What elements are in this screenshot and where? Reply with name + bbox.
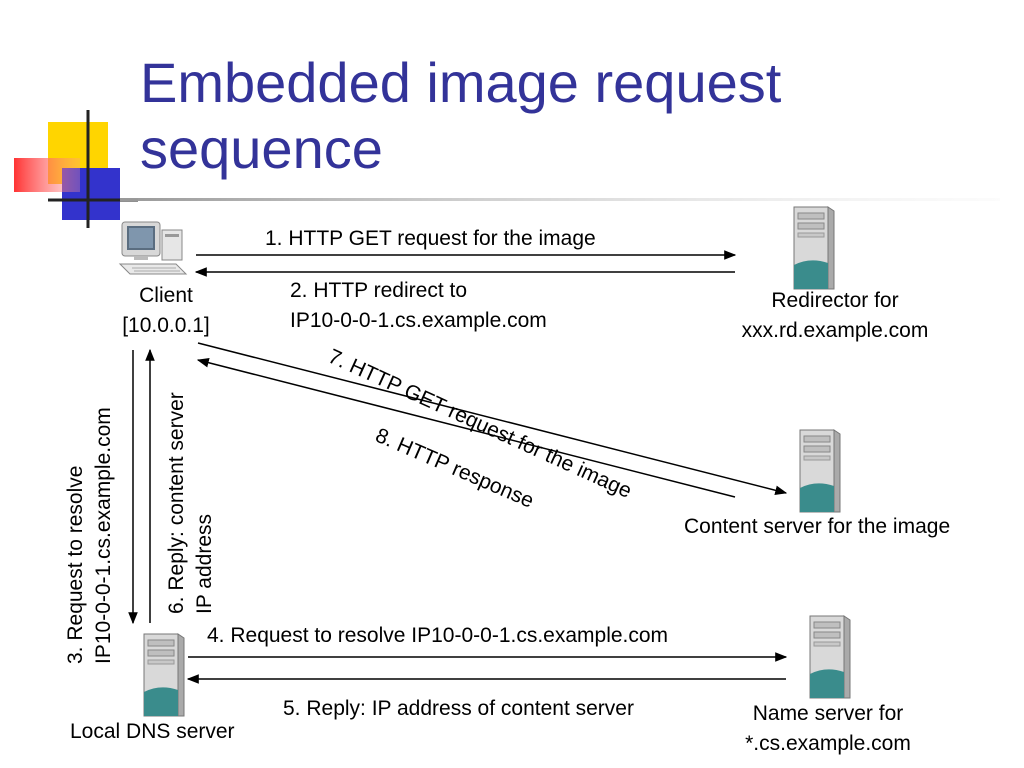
local-dns-label: Local DNS server [70,720,235,743]
message-1-label: 1. HTTP GET request for the image [265,227,596,250]
content-server-label: Content server for the image [684,515,951,538]
redirector-server-icon [793,206,835,290]
computer-icon [118,221,188,275]
message-4-label: 4. Request to resolve IP10-0-0-1.cs.exam… [207,624,669,647]
arrow-7 [197,342,788,495]
name-server-icon [809,615,851,699]
deco-red-bar [14,158,80,192]
title-line-2: sequence [140,117,383,180]
content-server-icon [799,429,841,513]
name-server-label-line2: *.cs.example.com [745,732,911,755]
message-3-line1: 3. Request to resolve [64,465,87,664]
message-6-label: 6. Reply: content server IP address [163,392,219,614]
title-line-1: Embedded image request [140,51,782,114]
page-title: Embedded image request sequence [140,50,1000,182]
name-server-label-line1: Name server for [752,702,904,725]
message-2-label: 2. HTTP redirect to IP10-0-0-1.cs.exampl… [290,276,547,336]
arrow-8 [196,358,736,498]
message-3-line2: IP10-0-0-1.cs.example.com [92,407,115,664]
message-2-line2: IP10-0-0-1.cs.example.com [290,309,547,332]
client-node-label: Client [10.0.0.1] [96,281,236,341]
redirector-node-label: Redirector for xxx.rd.example.com [705,286,965,346]
message-6-line1: 6. Reply: content server [165,392,188,614]
redirector-label-line1: Redirector for [771,289,899,312]
name-server-node-label: Name server for *.cs.example.com [708,699,948,759]
client-ip: [10.0.0.1] [122,314,210,337]
redirector-label-line2: xxx.rd.example.com [741,319,929,342]
client-label: Client [139,284,193,307]
message-6-line2: IP address [193,513,216,614]
message-2-line1: 2. HTTP redirect to [290,279,468,302]
message-5-label: 5. Reply: IP address of content server [283,697,634,720]
local-dns-server-icon [143,633,185,717]
message-3-label: 3. Request to resolve IP10-0-0-1.cs.exam… [62,407,118,664]
decorative-corner-graphic [14,110,1000,228]
title-underline [120,198,1000,201]
